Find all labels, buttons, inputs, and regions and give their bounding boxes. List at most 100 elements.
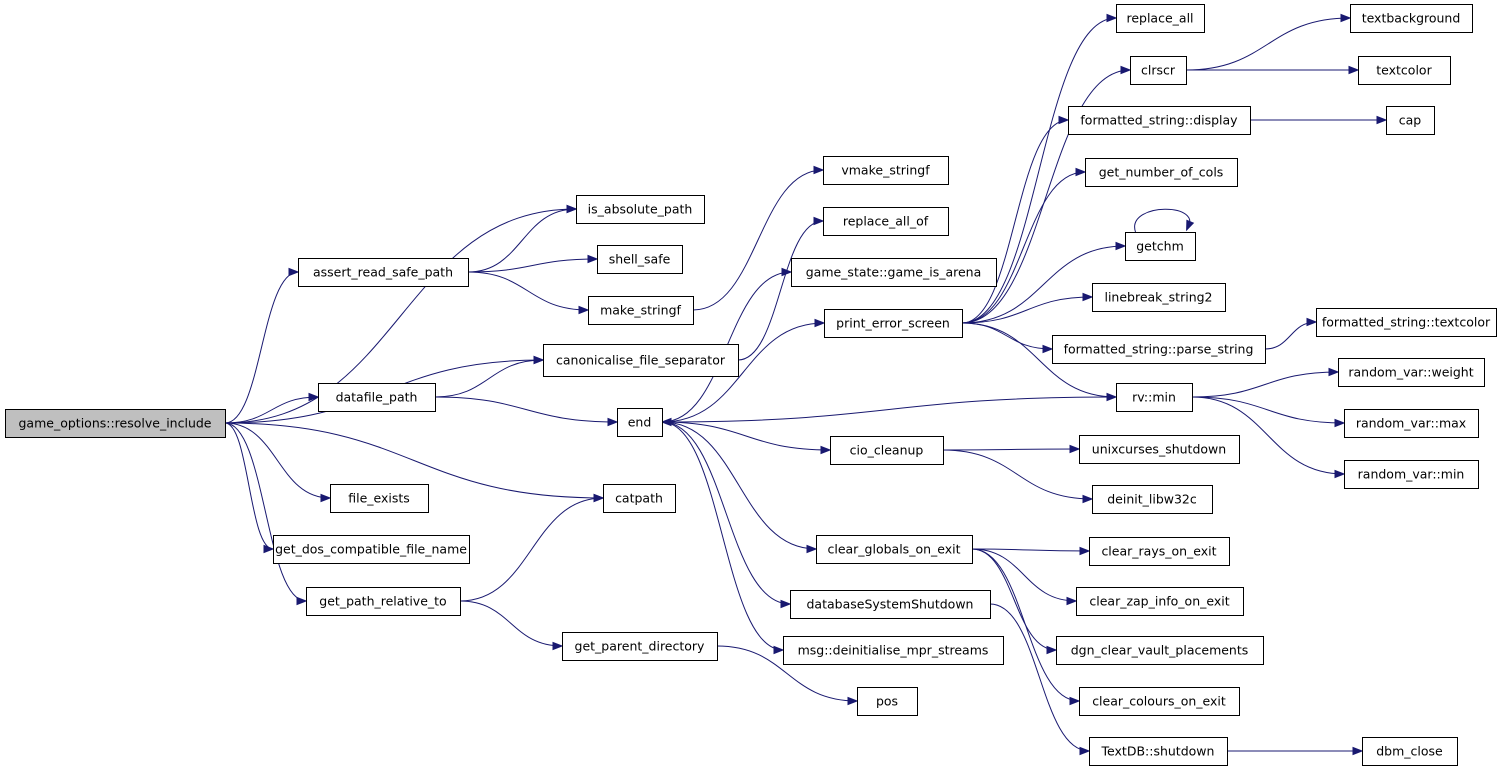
node-label: make_stringf [600, 303, 681, 318]
node-label: assert_read_safe_path [313, 265, 453, 280]
edge-print-error-to-linebreak [961, 292, 1094, 324]
node-fs-textcolor[interactable]: formatted_string::textcolor [1316, 308, 1497, 337]
node-print-error[interactable]: print_error_screen [824, 309, 963, 338]
node-textdb-shutdown[interactable]: TextDB::shutdown [1089, 737, 1228, 766]
node-rv-min2[interactable]: random_var::min [1344, 460, 1479, 489]
node-getchm[interactable]: getchm [1125, 232, 1196, 261]
edge-get-path-rel-to-get-parent [459, 600, 564, 651]
node-end[interactable]: end [617, 408, 663, 437]
node-datafile-path[interactable]: datafile_path [318, 383, 436, 412]
node-clear-zap[interactable]: clear_zap_info_on_exit [1076, 587, 1244, 616]
node-get-dos[interactable]: get_dos_compatible_file_name [273, 535, 470, 564]
node-label: databaseSystemShutdown [807, 597, 974, 612]
node-clear-rays[interactable]: clear_rays_on_exit [1089, 537, 1230, 566]
node-vmake-stringf[interactable]: vmake_stringf [823, 156, 949, 185]
node-root[interactable]: game_options::resolve_include [5, 409, 226, 438]
node-label: random_var::weight [1348, 365, 1473, 380]
node-label: getchm [1136, 239, 1184, 254]
node-box [562, 632, 718, 661]
node-box [1076, 587, 1244, 616]
node-fs-display[interactable]: formatted_string::display [1068, 106, 1251, 135]
node-get-path-rel[interactable]: get_path_relative_to [306, 587, 461, 616]
node-label: game_options::resolve_include [19, 416, 212, 431]
node-catpath[interactable]: catpath [603, 484, 676, 513]
node-box [1125, 232, 1196, 261]
node-box [830, 436, 944, 465]
node-rv-weight[interactable]: random_var::weight [1338, 358, 1485, 387]
node-box [1116, 383, 1193, 412]
edge-root-to-file-exists [224, 422, 332, 503]
edge-clear-globals-to-dgn-clear [971, 548, 1058, 655]
node-pos[interactable]: pos [857, 687, 918, 716]
node-rv-max[interactable]: random_var::max [1344, 409, 1479, 438]
node-file-exists[interactable]: file_exists [330, 484, 429, 513]
node-unixcurses[interactable]: unixcurses_shutdown [1079, 435, 1240, 464]
node-label: datafile_path [336, 390, 418, 405]
node-shell-safe[interactable]: shell_safe [597, 245, 683, 274]
node-label: print_error_screen [836, 316, 950, 331]
node-box [1085, 158, 1238, 187]
edge-root-to-assert-read [224, 267, 300, 424]
node-dbm-close[interactable]: dbm_close [1362, 737, 1458, 766]
node-rv-min[interactable]: rv::min [1116, 383, 1193, 412]
node-replace-all-of[interactable]: replace_all_of [823, 207, 949, 236]
node-box [1092, 485, 1213, 514]
node-box [543, 344, 739, 377]
node-dgn-clear[interactable]: dgn_clear_vault_placements [1056, 636, 1264, 665]
edge-getchm-to-getchm [1134, 208, 1195, 233]
edge-datafile-path-to-end [434, 396, 619, 427]
edge-textdb-shutdown-to-dbm-close [1227, 746, 1364, 756]
node-clear-colours[interactable]: clear_colours_on_exit [1079, 687, 1240, 716]
node-label: replace_all_of [843, 214, 929, 229]
node-box [1079, 435, 1240, 464]
node-clear-globals[interactable]: clear_globals_on_exit [816, 535, 973, 564]
node-msg-deinit[interactable]: msg::deinitialise_mpr_streams [783, 636, 1004, 665]
edge-end-to-clear-globals [661, 421, 818, 554]
node-is-abs[interactable]: is_absolute_path [576, 195, 705, 224]
node-replace-all[interactable]: replace_all [1116, 4, 1205, 33]
node-canonicalise[interactable]: canonicalise_file_separator [543, 344, 739, 377]
node-box [816, 535, 973, 564]
node-box [1056, 636, 1264, 665]
node-dbshutdown[interactable]: databaseSystemShutdown [790, 590, 991, 619]
node-box [273, 535, 470, 564]
node-box [306, 587, 461, 616]
node-box [1079, 687, 1240, 716]
node-assert-read[interactable]: assert_read_safe_path [298, 258, 469, 287]
edge-print-error-to-getchm [961, 241, 1127, 324]
node-label: replace_all [1126, 11, 1193, 26]
node-box [1316, 308, 1497, 337]
node-get-parent[interactable]: get_parent_directory [562, 632, 718, 661]
node-cap[interactable]: cap [1386, 106, 1435, 135]
edge-rv-min-to-end [660, 396, 1117, 427]
node-make-stringf[interactable]: make_stringf [588, 296, 694, 325]
node-box [588, 296, 694, 325]
node-clrscr[interactable]: clrscr [1130, 56, 1187, 85]
node-label: TextDB::shutdown [1101, 744, 1215, 759]
edge-clrscr-to-textbackground [1185, 13, 1352, 71]
edge-make-stringf-to-vmake-stringf [692, 165, 825, 311]
node-textbackground[interactable]: textbackground [1350, 4, 1473, 33]
edge-cio-cleanup-to-unixcurses [942, 444, 1081, 454]
node-box [1344, 460, 1479, 489]
node-linebreak[interactable]: linebreak_string2 [1092, 283, 1226, 312]
node-label: rv::min [1132, 390, 1176, 405]
node-label: file_exists [348, 491, 410, 506]
node-label: dbm_close [1376, 744, 1443, 759]
node-textcolor[interactable]: textcolor [1358, 56, 1451, 85]
node-box [318, 383, 436, 412]
node-box [1350, 4, 1473, 33]
node-game-is-arena[interactable]: game_state::game_is_arena [791, 258, 997, 287]
node-box [5, 409, 226, 438]
edge-root-to-datafile-path [224, 392, 320, 424]
node-cio-cleanup[interactable]: cio_cleanup [830, 436, 944, 465]
edge-rv-min-to-rv-max [1191, 396, 1346, 428]
node-get-cols[interactable]: get_number_of_cols [1085, 158, 1238, 187]
call-edges [224, 13, 1388, 756]
node-deinit-libw32c[interactable]: deinit_libw32c [1092, 485, 1213, 514]
node-box [824, 309, 963, 338]
node-box [1116, 4, 1205, 33]
node-label: get_path_relative_to [319, 594, 446, 609]
node-label: clear_zap_info_on_exit [1089, 594, 1229, 609]
node-fs-parse[interactable]: formatted_string::parse_string [1052, 335, 1266, 364]
